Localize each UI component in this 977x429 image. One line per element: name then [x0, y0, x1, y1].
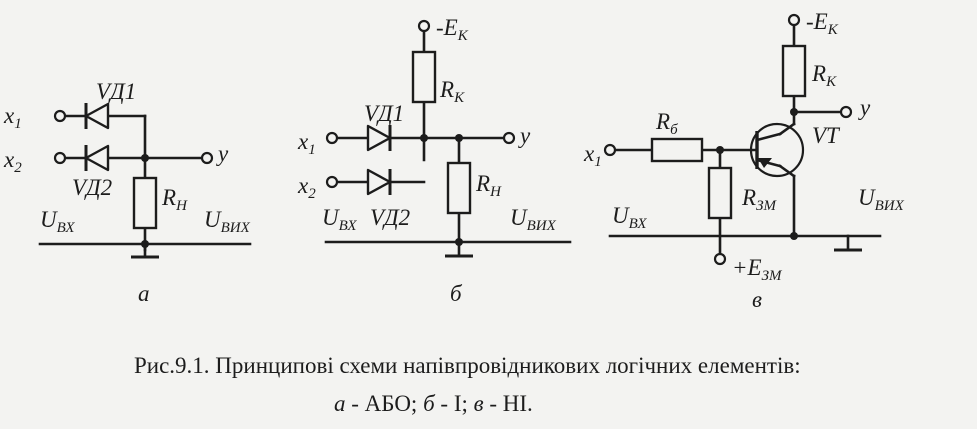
terminal-x1-c [603, 143, 617, 157]
label-uvyh-c: UВИХ [858, 185, 904, 214]
junction-b-1 [420, 134, 428, 142]
label-uvx-b: UВХ [322, 205, 357, 234]
wires-c [608, 22, 882, 257]
resistor-rzm-c [707, 166, 733, 220]
label-vt-c: VT [812, 123, 839, 148]
panel-letter-b: б [450, 281, 462, 306]
junction-b-ground [455, 238, 463, 246]
label-rk-b: RК [440, 77, 465, 106]
label-uvx-c: UВХ [612, 203, 647, 232]
terminal-x2-b [325, 175, 339, 189]
diode-vd2-b [366, 168, 392, 196]
label-y-c: y [860, 95, 871, 120]
label-x2-b: x2 [298, 173, 316, 202]
label-rzm-c: RЗМ [742, 185, 776, 214]
label-x1-a: x1 [4, 103, 22, 132]
figure-caption: Рис.9.1. Принципові схеми напівпровідник… [134, 353, 801, 378]
emitter-arrow-icon [758, 158, 772, 168]
label-uvyh-a: UВИХ [204, 207, 250, 236]
label-uvyh-b: UВИХ [510, 205, 556, 234]
resistor-rk-b [411, 50, 437, 104]
resistor-rb-c [650, 137, 704, 163]
panel-letter-a: а [138, 281, 150, 306]
label-vd2-b: VД2 [370, 205, 411, 230]
panel-letter-c: в [752, 287, 762, 312]
label-x1-b: x1 [298, 129, 316, 158]
terminal-x2-a [53, 151, 67, 165]
label-y-b: y [520, 123, 531, 148]
label-rn-a: RН [162, 185, 187, 214]
terminal-y-c [839, 105, 853, 119]
junction-b-2 [455, 134, 463, 142]
resistor-rn-a [132, 176, 158, 230]
label-x2-a: x2 [4, 147, 22, 176]
terminal-ezm-c [713, 252, 727, 266]
diode-vd1-a [84, 102, 110, 130]
figure-caption-legend: а - АБО; б - І; в - НІ. [334, 391, 533, 416]
resistor-rn-b [446, 161, 472, 215]
terminal-ek-c [787, 13, 801, 27]
junction-c-base [716, 146, 724, 154]
label-y-a: y [218, 141, 229, 166]
terminal-x1-b [325, 131, 339, 145]
label-vd1-b: VД1 [364, 101, 405, 126]
resistor-rk-c [781, 44, 807, 98]
junction-c-emitter [790, 232, 798, 240]
label-rk-c: RК [812, 61, 837, 90]
ground-a [131, 242, 159, 259]
label-vd2-a: VД2 [72, 175, 113, 200]
label-rb-c: Rб [656, 109, 678, 138]
circuit-a [38, 102, 252, 259]
label-rn-b: RН [476, 171, 501, 200]
label-x1-c: x1 [584, 141, 602, 170]
label-ezm-c: +EЗМ [732, 255, 782, 284]
diode-vd2-a [84, 144, 110, 172]
label-uvx-a: UВХ [40, 207, 75, 236]
transistor-vt [749, 122, 805, 178]
terminal-ek-b [417, 19, 431, 33]
label-ek-b: -EК [436, 15, 468, 44]
label-ek-c: -EК [806, 9, 838, 38]
circuit-c [603, 13, 882, 266]
circuit-b [324, 19, 572, 258]
terminal-x1-a [53, 109, 67, 123]
junction-a [141, 154, 149, 162]
diode-vd1-b [366, 124, 392, 152]
terminal-y-b [502, 131, 516, 145]
junction-c-collector [790, 108, 798, 116]
terminal-y-a [200, 151, 214, 165]
label-vd1-a: VД1 [96, 79, 137, 104]
